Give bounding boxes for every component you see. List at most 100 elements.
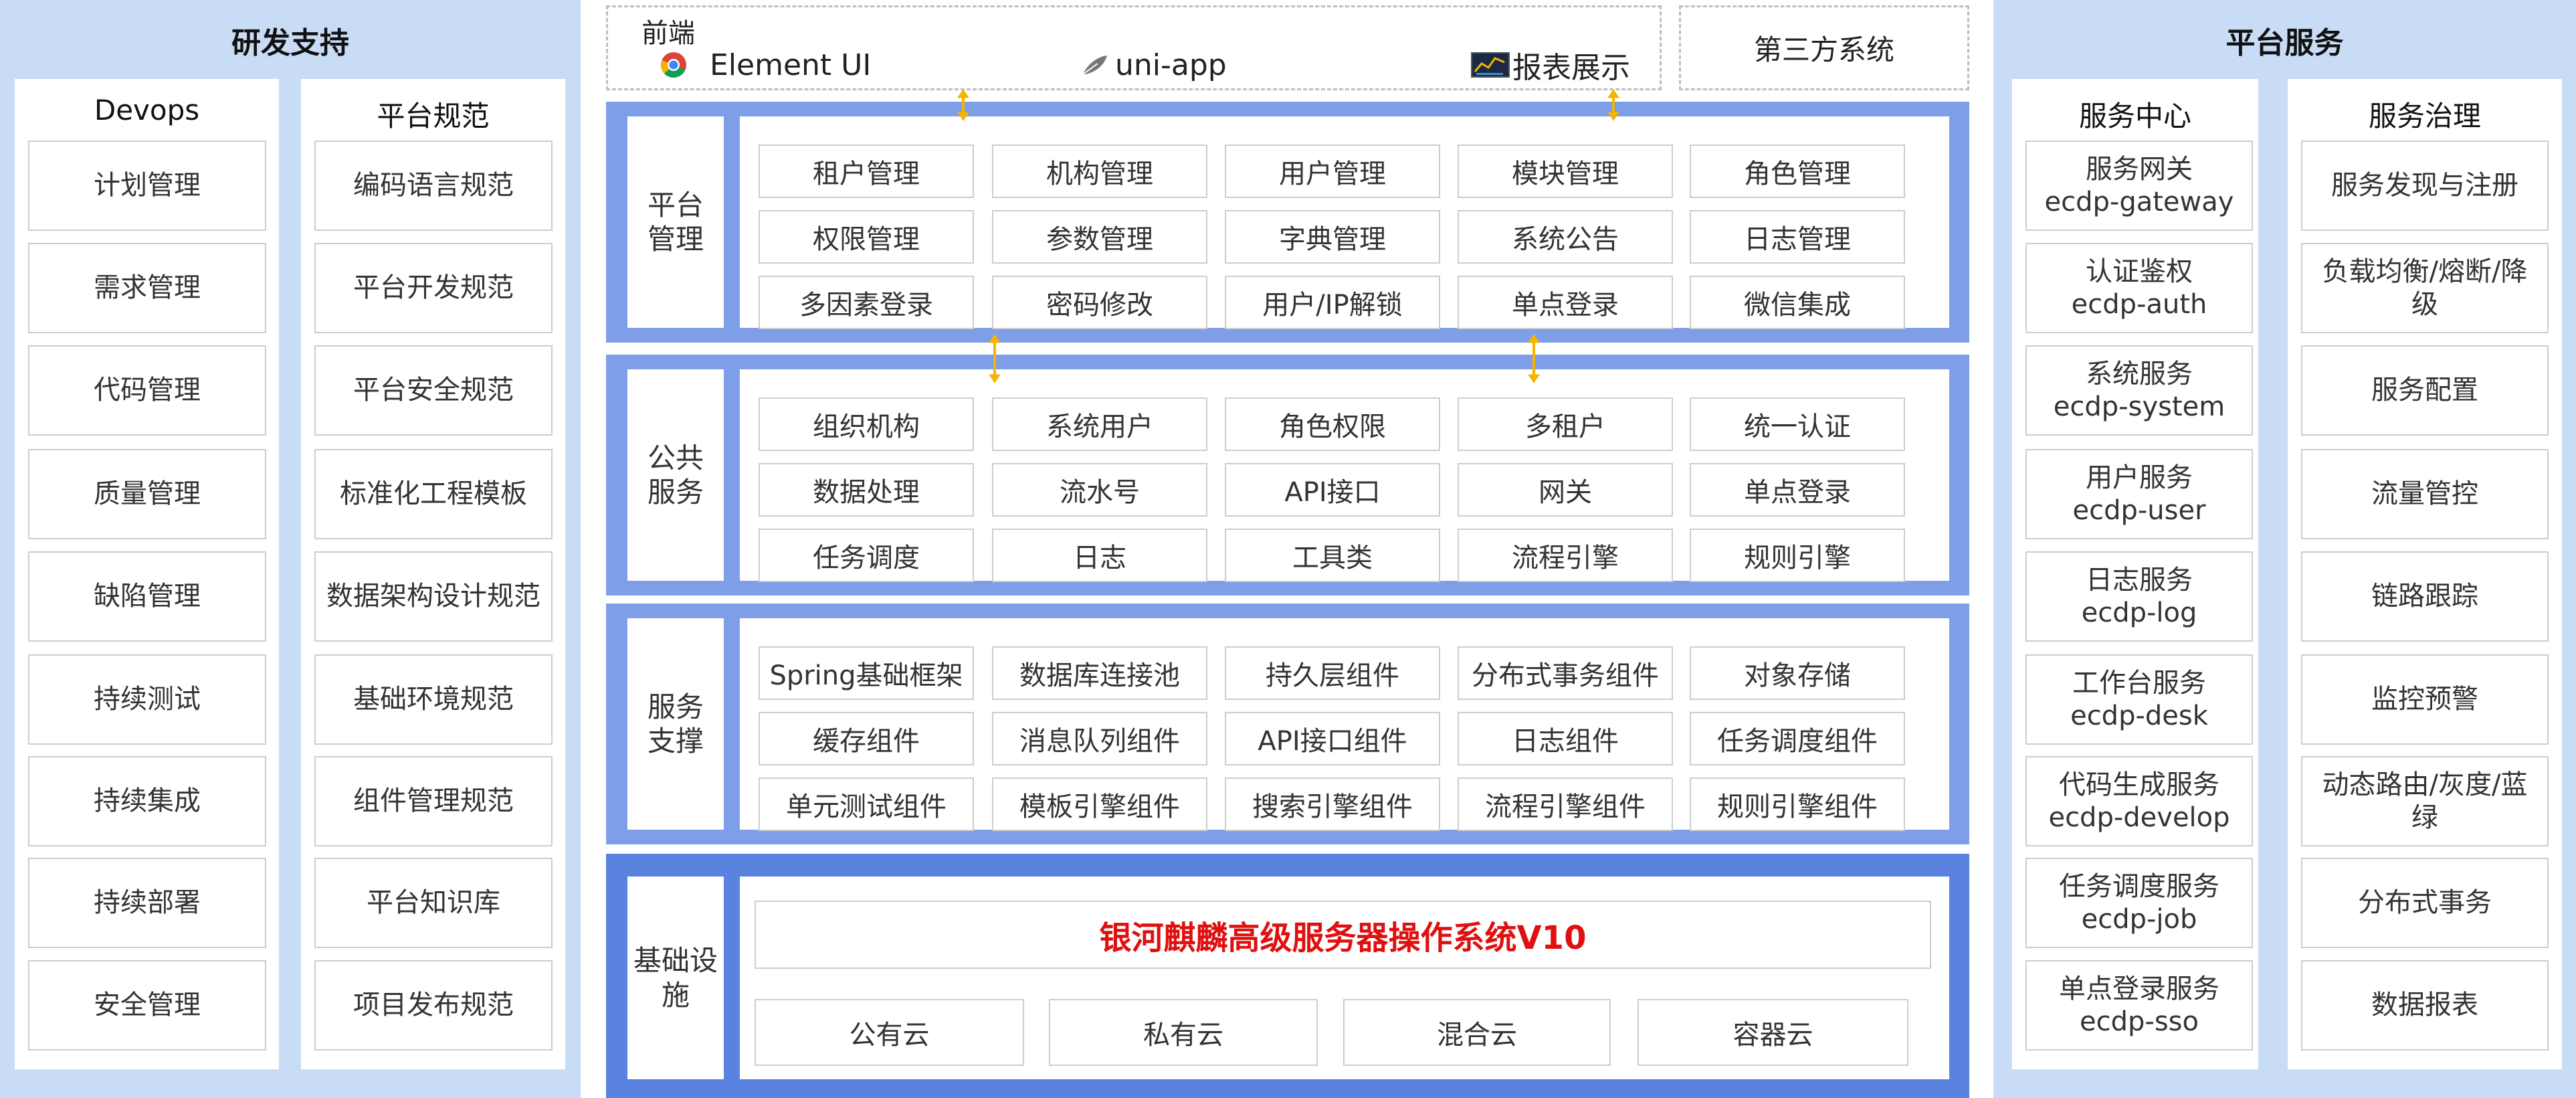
module-cell: 分布式事务组件 xyxy=(1458,646,1673,700)
norm-item-label: 编码语言规范 xyxy=(353,170,514,201)
service-name: 单点登录服务 xyxy=(2059,973,2219,1004)
module-label: API接口 xyxy=(1284,477,1381,508)
module-cell: 消息队列组件 xyxy=(992,712,1207,765)
module-cell: 工具类 xyxy=(1225,529,1440,582)
module-cell: 机构管理 xyxy=(992,145,1207,198)
module-label: 用户/IP解锁 xyxy=(1262,290,1403,321)
governance-item-label: 负载均衡/熔断/降级 xyxy=(2322,256,2528,320)
service-name: 认证鉴权 xyxy=(2086,256,2193,287)
devops-item-label: 安全管理 xyxy=(94,990,201,1021)
third-party-label: 第三方系统 xyxy=(1753,33,1894,66)
module-label: 租户管理 xyxy=(813,159,920,189)
module-label: 多租户 xyxy=(1525,411,1605,442)
module-label: 任务调度组件 xyxy=(1717,726,1878,757)
rd-support-title: 研发支持 xyxy=(231,26,349,60)
cloud-label: 混合云 xyxy=(1437,1020,1517,1050)
module-cell: 组织机构 xyxy=(759,397,974,451)
service-code: ecdp-system xyxy=(2053,391,2225,422)
devops-item-7: 持续集成 xyxy=(28,756,266,846)
service-name: 工作台服务 xyxy=(2072,667,2206,699)
module-cell: 网关 xyxy=(1458,463,1673,517)
module-cell: 统一认证 xyxy=(1690,397,1905,451)
module-cell: 字典管理 xyxy=(1225,210,1440,264)
module-label: 网关 xyxy=(1539,477,1592,508)
module-cell: API接口组件 xyxy=(1225,712,1440,765)
module-label: 流水号 xyxy=(1060,477,1140,508)
module-cell: 日志 xyxy=(992,529,1207,582)
devops-item-3: 代码管理 xyxy=(28,345,266,436)
frontend-item-uni-app: uni-app xyxy=(1080,45,1227,85)
governance-item-7: 动态路由/灰度/蓝绿 xyxy=(2301,756,2549,846)
report-screen-icon xyxy=(1471,52,1510,78)
module-cell: 数据库连接池 xyxy=(992,646,1207,700)
norm-item-label: 平台安全规范 xyxy=(353,375,514,406)
chrome-icon xyxy=(660,52,687,78)
governance-item-4: 流量管控 xyxy=(2301,449,2549,539)
module-cell: 单点登录 xyxy=(1690,463,1905,517)
module-label: 分布式事务组件 xyxy=(1472,660,1659,691)
layer-title-text: 公共服务 xyxy=(647,441,704,509)
module-cell: 系统用户 xyxy=(992,397,1207,451)
module-label: 参数管理 xyxy=(1046,224,1153,255)
platform-mgmt-layer-content: 租户管理机构管理用户管理模块管理角色管理权限管理参数管理字典管理系统公告日志管理… xyxy=(740,116,1949,329)
module-cell: 流程引擎组件 xyxy=(1458,777,1673,831)
frontend-item-label: uni-app xyxy=(1115,48,1227,82)
norm-item-2: 平台开发规范 xyxy=(314,243,553,333)
module-cell: 规则引擎组件 xyxy=(1690,777,1905,831)
platform-service-title: 平台服务 xyxy=(2225,26,2344,60)
module-label: 单点登录 xyxy=(1512,290,1619,321)
module-cell: 多因素登录 xyxy=(759,276,974,329)
os-label: 银河麒麟高级服务器操作系统V10 xyxy=(1099,919,1587,957)
module-label: 密码修改 xyxy=(1046,290,1153,321)
module-label: 多因素登录 xyxy=(799,290,933,321)
frontend-item-element-ui: Element UI xyxy=(660,45,871,85)
module-cell: 角色管理 xyxy=(1690,145,1905,198)
devops-item-1: 计划管理 xyxy=(28,141,266,231)
governance-item-label: 流量管控 xyxy=(2371,478,2478,510)
module-label: 统一认证 xyxy=(1744,411,1851,442)
norm-item-label: 数据架构设计规范 xyxy=(326,581,540,612)
module-label: 日志组件 xyxy=(1512,726,1619,757)
module-cell: 对象存储 xyxy=(1690,646,1905,700)
devops-item-2: 需求管理 xyxy=(28,243,266,333)
module-label: 模块管理 xyxy=(1512,159,1619,189)
service-name: 日志服务 xyxy=(2085,564,2193,596)
governance-item-label: 服务配置 xyxy=(2371,375,2478,406)
layer-title-text: 服务支撑 xyxy=(647,690,704,757)
governance-item-1: 服务发现与注册 xyxy=(2301,141,2549,231)
devops-item-label: 计划管理 xyxy=(94,170,201,201)
module-cell: 参数管理 xyxy=(992,210,1207,264)
module-label: API接口组件 xyxy=(1258,726,1407,757)
governance-item-label: 监控预警 xyxy=(2371,684,2478,715)
module-label: 规则引擎 xyxy=(1744,543,1851,573)
service-code: ecdp-sso xyxy=(2080,1006,2199,1037)
module-label: 流程引擎组件 xyxy=(1485,792,1646,822)
module-label: 日志 xyxy=(1073,543,1126,573)
module-label: 消息队列组件 xyxy=(1019,726,1180,757)
service-code: ecdp-log xyxy=(2081,597,2197,628)
governance-item-label: 分布式事务 xyxy=(2358,887,2492,919)
module-label: 字典管理 xyxy=(1279,224,1386,255)
module-label: 微信集成 xyxy=(1744,290,1851,321)
service-support-layer-title: 服务支撑 xyxy=(627,618,724,830)
cloud-label: 私有云 xyxy=(1143,1020,1223,1050)
cloud-label: 容器云 xyxy=(1732,1020,1813,1050)
module-cell: 系统公告 xyxy=(1458,210,1673,264)
module-label: 组织机构 xyxy=(813,411,920,442)
module-label: 搜索引擎组件 xyxy=(1252,792,1413,822)
norm-item-8: 平台知识库 xyxy=(314,858,553,948)
module-label: 系统用户 xyxy=(1046,411,1153,442)
norm-item-label: 组件管理规范 xyxy=(353,786,514,817)
module-label: Spring基础框架 xyxy=(769,660,963,691)
module-cell: Spring基础框架 xyxy=(759,646,974,700)
norm-item-label: 基础环境规范 xyxy=(353,684,514,715)
frontend-label: 前端 xyxy=(641,18,695,49)
